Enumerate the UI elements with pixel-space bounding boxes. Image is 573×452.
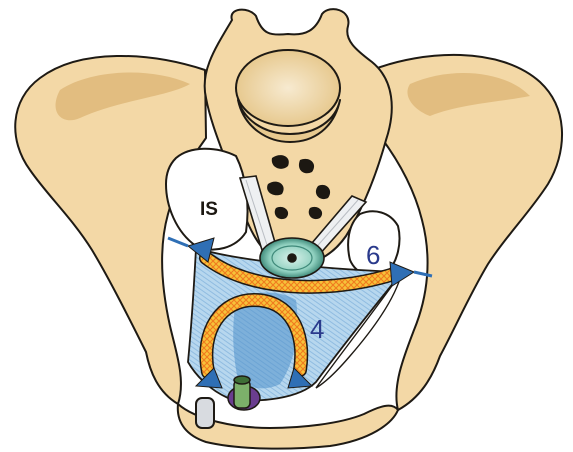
left-iliac-wing: [15, 56, 206, 404]
arrow-transverse-right-head: [390, 262, 414, 286]
sacral-disk: [236, 50, 340, 126]
label-four: 4: [310, 314, 324, 344]
pubic-symphysis: [196, 398, 214, 428]
label-six: 6: [366, 240, 380, 270]
label-is: IS: [200, 199, 218, 220]
right-iliac-wing: [372, 55, 562, 410]
rectum: [260, 238, 324, 278]
